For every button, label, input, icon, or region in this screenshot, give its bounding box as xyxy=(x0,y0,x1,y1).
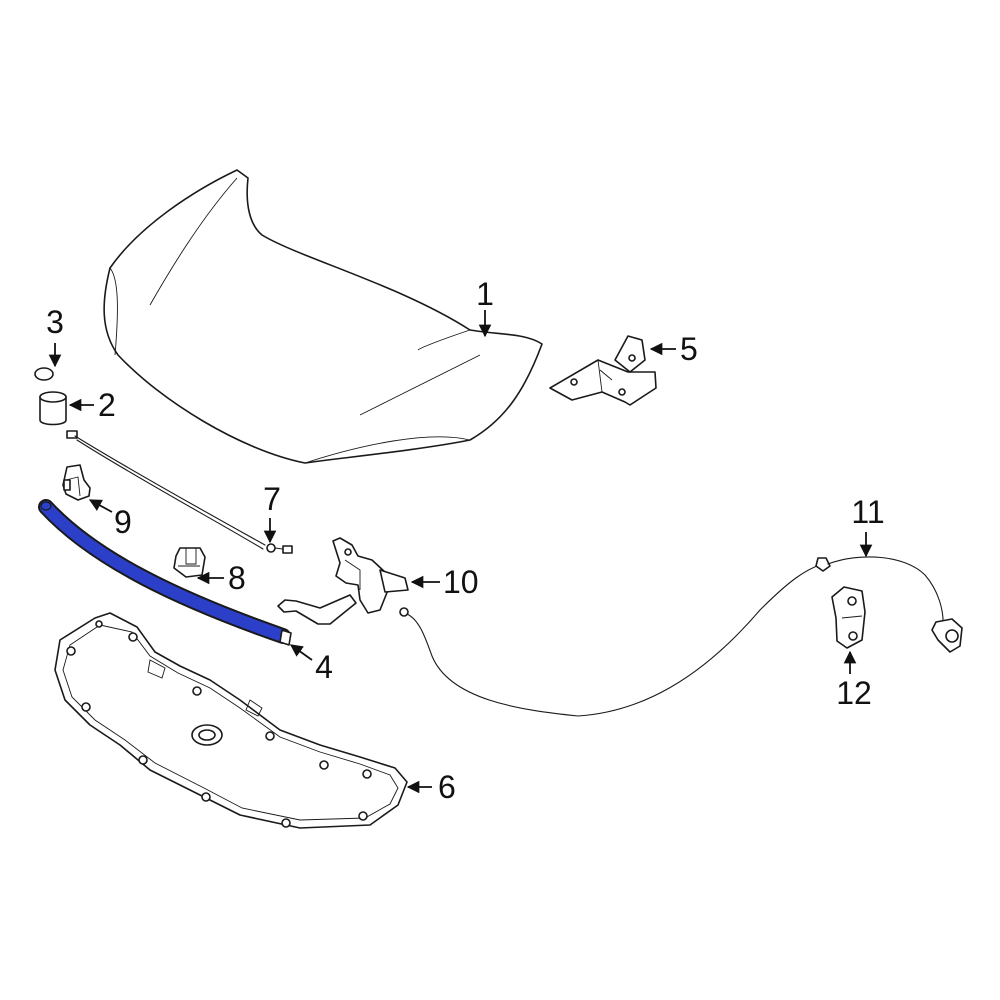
callout-6: 6 xyxy=(438,769,456,805)
release-cable[interactable] xyxy=(399,556,963,717)
callout-2: 2 xyxy=(98,387,116,423)
leader-9 xyxy=(88,499,113,513)
cable-clip[interactable] xyxy=(831,586,866,649)
callout-9: 9 xyxy=(114,504,132,540)
leader-lines xyxy=(48,310,873,794)
callout-12: 12 xyxy=(836,675,872,711)
callout-1: 1 xyxy=(476,276,494,312)
callout-3: 3 xyxy=(46,304,64,340)
clip-9[interactable] xyxy=(62,464,91,501)
callout-4: 4 xyxy=(315,649,333,685)
callout-8: 8 xyxy=(228,560,246,596)
prop-rod[interactable] xyxy=(66,430,293,554)
callout-5: 5 xyxy=(680,331,698,367)
hood-hinge[interactable] xyxy=(549,335,657,406)
hood-bumper[interactable] xyxy=(39,391,67,426)
callout-11: 11 xyxy=(851,494,884,530)
callout-labels: 1 2 3 4 5 6 7 8 9 10 11 12 xyxy=(46,276,885,805)
callout-7: 7 xyxy=(263,481,281,517)
hood-seal[interactable] xyxy=(38,499,292,646)
hood-panel[interactable] xyxy=(103,169,543,464)
leader-4 xyxy=(289,644,313,661)
hood-latch[interactable] xyxy=(277,537,409,625)
clip-8[interactable] xyxy=(173,547,206,578)
callout-10: 10 xyxy=(443,564,479,600)
hood-insulator[interactable] xyxy=(54,612,408,829)
o-ring[interactable] xyxy=(34,367,54,381)
